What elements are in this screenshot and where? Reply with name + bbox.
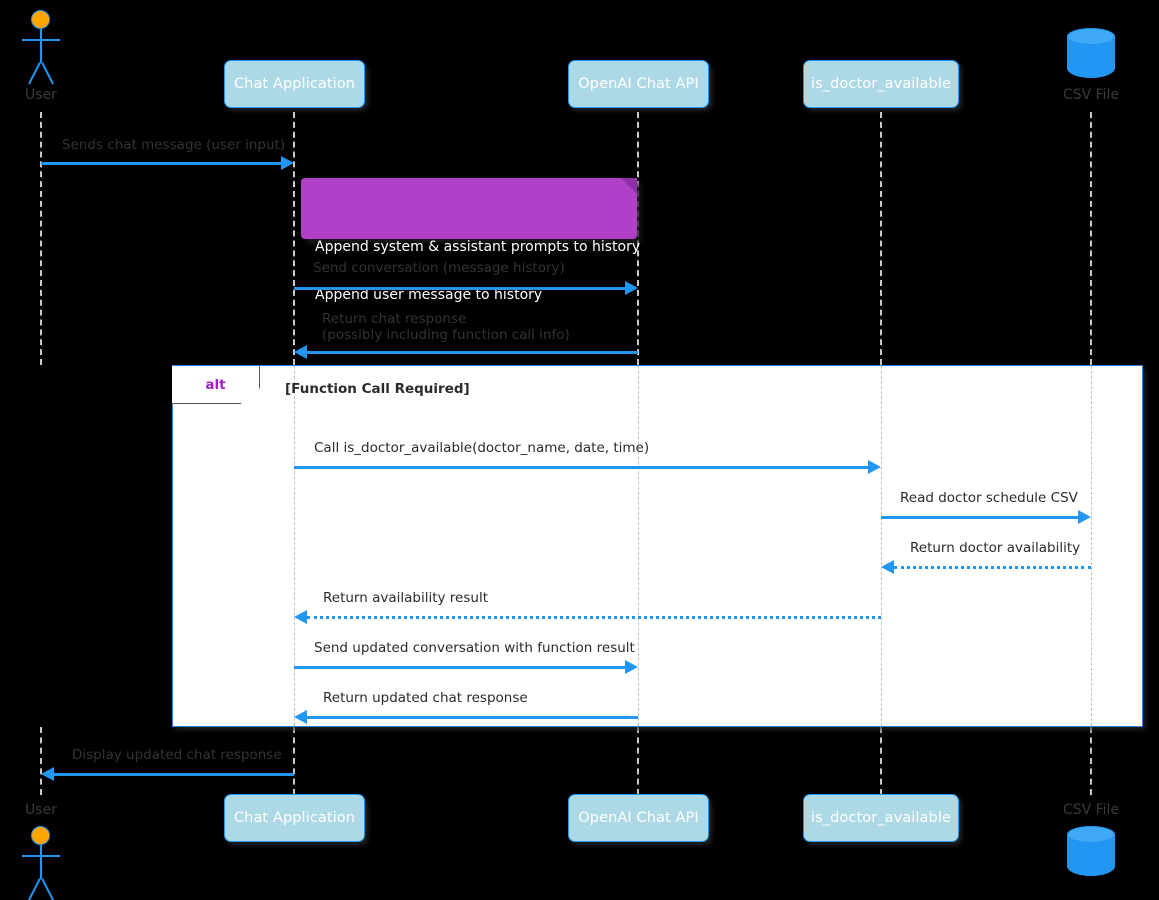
- message-label-return-doctor-availability: Return doctor availability: [910, 540, 1081, 556]
- message-line-m7: [307, 616, 881, 619]
- actor-leg-right: [41, 62, 54, 85]
- lifeline-fn-lower: [880, 727, 882, 795]
- participant-openai-chat-api-bottom[interactable]: OpenAI Chat API: [568, 794, 709, 842]
- lifeline-csv-upper: [1090, 112, 1092, 365]
- message-label-send-updated-conversation: Send updated conversation with function …: [314, 640, 635, 656]
- actor-user-top: [14, 8, 68, 85]
- participant-label-user-bottom: User: [25, 802, 57, 818]
- message-line-m5: [881, 516, 1078, 519]
- lifeline-openai-inframe: [637, 366, 639, 726]
- database-csv-file-top-icon: [1067, 28, 1115, 84]
- message-label-read-doctor-schedule-csv: Read doctor schedule CSV: [900, 490, 1078, 506]
- actor-arms: [22, 39, 60, 41]
- note-fold-corner-icon: [621, 178, 637, 194]
- participant-chat-application-top[interactable]: Chat Application: [224, 60, 365, 108]
- lifeline-openai-lower: [637, 727, 639, 795]
- lifeline-fn-upper: [880, 112, 882, 365]
- message-label-call-is-doctor-available: Call is_doctor_available(doctor_name, da…: [314, 440, 650, 456]
- note-line-1: Append system & assistant prompts to his…: [315, 239, 641, 255]
- actor-leg-left: [28, 878, 41, 900]
- arrowhead-m8-right-icon: [625, 660, 638, 674]
- message-label-return-updated-chat-response: Return updated chat response: [323, 690, 528, 706]
- participant-label-csv-file-bottom: CSV File: [1062, 802, 1120, 818]
- lifeline-user-lower: [40, 727, 42, 795]
- lifeline-openai-upper: [637, 112, 639, 365]
- arrowhead-m7-left-icon: [294, 610, 307, 624]
- message-label-display-updated-chat-response: Display updated chat response: [72, 747, 282, 763]
- actor-user-bottom: [14, 824, 68, 900]
- lifeline-csv-lower: [1090, 727, 1092, 795]
- arrowhead-m4-right-icon: [868, 460, 881, 474]
- lifeline-app-upper: [293, 112, 295, 365]
- arrowhead-m10-left-icon: [41, 767, 54, 781]
- note-line-2: Append user message to history: [315, 287, 543, 303]
- participant-openai-chat-api-top[interactable]: OpenAI Chat API: [568, 60, 709, 108]
- db-top-ellipse: [1067, 826, 1115, 843]
- lifeline-fn-inframe: [880, 366, 882, 726]
- message-line-m6: [894, 566, 1091, 569]
- message-label-sends-chat-message: Sends chat message (user input): [62, 137, 286, 153]
- actor-spine: [40, 844, 42, 879]
- arrowhead-m3-left-icon: [294, 345, 307, 359]
- message-line-m8: [294, 666, 625, 669]
- actor-leg-left: [28, 62, 41, 85]
- message-line-m1: [41, 162, 281, 165]
- note-append-prompts: Append system & assistant prompts to his…: [301, 178, 640, 303]
- message-label-return-chat-response: Return chat response (possibly including…: [322, 311, 570, 343]
- actor-head-icon: [31, 10, 50, 29]
- arrowhead-m1-right-icon: [281, 156, 294, 170]
- message-line-m3: [307, 351, 638, 354]
- alt-condition-label: [Function Call Required]: [285, 381, 470, 397]
- db-top-ellipse: [1067, 28, 1115, 45]
- actor-spine: [40, 28, 42, 63]
- participant-is-doctor-available-bottom[interactable]: is_doctor_available: [803, 794, 959, 842]
- message-label-return-availability-result: Return availability result: [323, 590, 488, 606]
- participant-label-csv-file-top: CSV File: [1062, 87, 1120, 103]
- lifeline-app-inframe: [293, 366, 295, 726]
- alt-operator-tab: alt: [172, 366, 260, 404]
- actor-arms: [22, 855, 60, 857]
- lifeline-app-lower: [293, 727, 295, 795]
- participant-label-user-top: User: [25, 87, 57, 103]
- actor-leg-right: [41, 878, 54, 900]
- participant-chat-application-bottom[interactable]: Chat Application: [224, 794, 365, 842]
- arrowhead-m2-right-icon: [625, 281, 638, 295]
- actor-head-icon: [31, 826, 50, 845]
- lifeline-csv-inframe: [1090, 366, 1092, 726]
- database-csv-file-bottom-icon: [1067, 826, 1115, 882]
- arrowhead-m5-right-icon: [1078, 510, 1091, 524]
- message-line-m2: [294, 287, 625, 290]
- message-line-m4: [294, 466, 868, 469]
- message-line-m9: [307, 716, 638, 719]
- message-label-send-conversation: Send conversation (message history): [313, 260, 565, 276]
- lifeline-user-upper: [40, 112, 42, 365]
- message-line-m10: [54, 773, 294, 776]
- participant-is-doctor-available-top[interactable]: is_doctor_available: [803, 60, 959, 108]
- arrowhead-m6-left-icon: [881, 560, 894, 574]
- arrowhead-m9-left-icon: [294, 710, 307, 724]
